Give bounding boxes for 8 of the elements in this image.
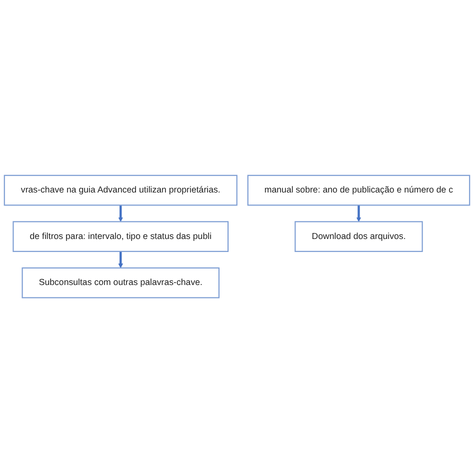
- node-box: Subconsultas com outras palavras-chave.: [22, 268, 220, 299]
- node-box: de filtros para: intervalo, tipo e status das publi: [12, 222, 229, 252]
- node-box: Download dos arquivos.: [294, 222, 423, 252]
- node-box: manual sobre: ano de publicação e número de c: [247, 175, 470, 206]
- node-box: vras-chave na guia Advanced utilizan proprietárias.: [4, 175, 238, 206]
- arrow: [118, 252, 124, 269]
- arrow: [118, 206, 124, 222]
- arrow: [356, 206, 362, 222]
